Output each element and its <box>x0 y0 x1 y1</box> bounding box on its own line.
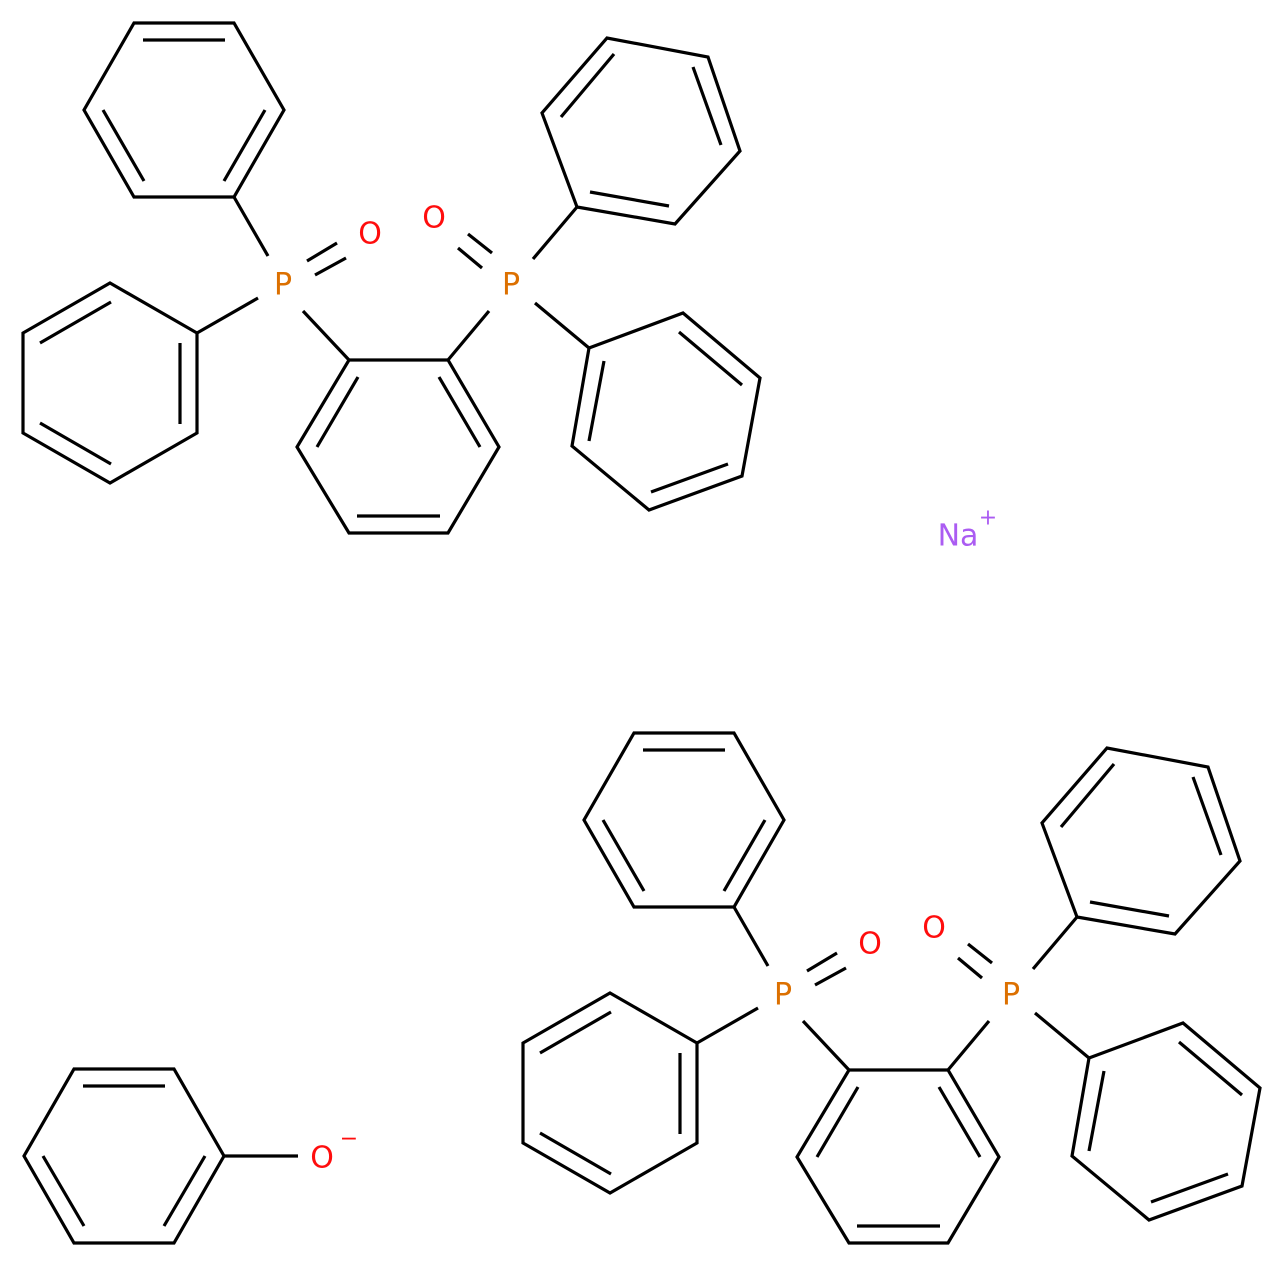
oxygen-atom-o1: O <box>858 927 882 962</box>
phenyl-ring-d <box>570 311 762 512</box>
oxygen-atom-o2: O <box>922 911 946 946</box>
sodium-cation: Na + <box>938 506 998 554</box>
phosphorus-atom-p2: P <box>1002 978 1020 1013</box>
positive-charge: + <box>979 506 997 531</box>
oxygen-atom-o2: O <box>422 201 446 236</box>
phosphorus-atom-p2: P <box>502 268 520 303</box>
double-bond-p2-o2 <box>967 942 993 965</box>
bond-p2-ring-d <box>533 301 591 350</box>
bond-p1-ring-b <box>196 296 259 335</box>
phenyl-ring-a <box>82 21 286 199</box>
bisphosphine-oxide-molecule-lower: P P O O <box>521 731 1262 1245</box>
double-bond-p2-o2 <box>467 232 493 255</box>
phenyl-ring-c <box>540 36 742 226</box>
bisphosphine-oxide-molecule-upper: P P O O <box>21 21 762 535</box>
phenolate-anion: O − <box>22 1067 358 1245</box>
phenyl-ring-b <box>521 991 699 1195</box>
sodium-atom: Na <box>938 519 979 554</box>
double-bond-p1-o1 <box>306 241 338 263</box>
phosphorus-atom-p1: P <box>774 978 792 1013</box>
bond-p2-ring-c <box>531 205 579 261</box>
oxygen-atom-o1: O <box>358 217 382 252</box>
central-benzene-ring <box>295 358 501 535</box>
central-benzene-ring <box>795 1068 1001 1245</box>
phenyl-ring-d <box>1070 1021 1262 1222</box>
phenyl-ring-a <box>582 731 786 909</box>
phenyl-ring-b <box>21 281 199 485</box>
bond-p2-central <box>446 309 491 362</box>
negative-charge: − <box>340 1127 358 1152</box>
bond-p1-ring-a <box>232 196 270 257</box>
oxygen-atom-phenolate: O <box>310 1141 334 1176</box>
phosphorus-atom-p1: P <box>274 268 292 303</box>
double-bond-p1-o1 <box>806 951 838 973</box>
phenyl-ring-c <box>1040 746 1242 936</box>
bond-p1-central <box>301 309 351 362</box>
